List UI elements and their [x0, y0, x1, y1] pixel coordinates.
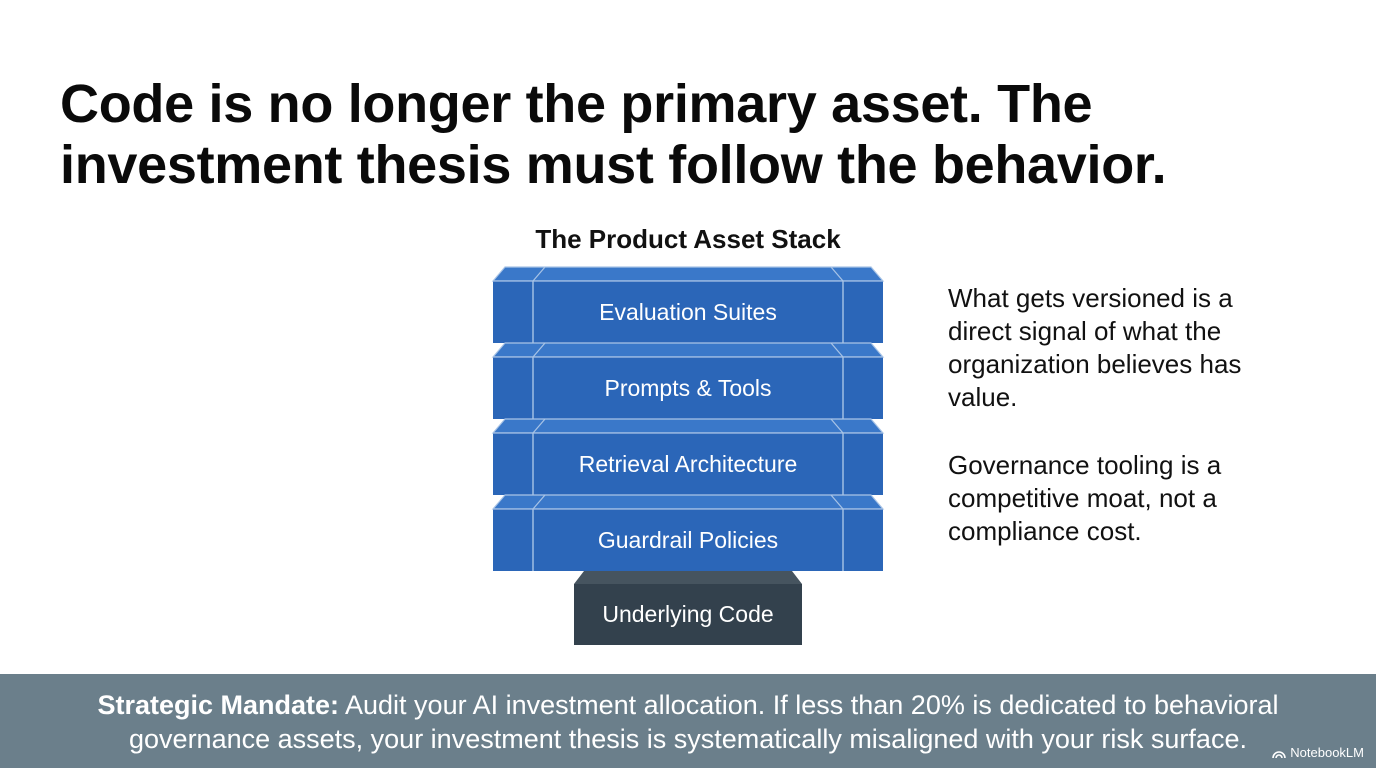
- notebooklm-logo-icon: [1272, 750, 1287, 758]
- stack-base-underlying-code: Underlying Code: [574, 571, 802, 645]
- stack-base-label: Underlying Code: [602, 601, 773, 627]
- stack-layer-label: Guardrail Policies: [598, 527, 778, 553]
- mandate-body: Audit your AI investment allocation. If …: [129, 690, 1279, 754]
- side-note-governance: Governance tooling is a competitive moat…: [948, 450, 1222, 546]
- strategic-mandate-banner: Strategic Mandate: Audit your AI investm…: [0, 674, 1376, 768]
- mandate-text: Strategic Mandate: Audit your AI investm…: [40, 688, 1336, 756]
- stack-title: The Product Asset Stack: [535, 224, 841, 254]
- stack-layer-guardrail-policies: Guardrail Policies: [491, 494, 885, 571]
- stack-layer-retrieval-architecture: Retrieval Architecture: [491, 418, 885, 495]
- side-note-versioning: What gets versioned is a direct signal o…: [948, 283, 1242, 412]
- stack-layer-label: Evaluation Suites: [599, 299, 777, 325]
- notebooklm-watermark: NotebookLM: [1272, 745, 1364, 760]
- slide-title: Code is no longer the primary asset. The…: [60, 74, 1167, 195]
- stack-layer-prompts-tools: Prompts & Tools: [491, 342, 885, 419]
- stack-layer-evaluation-suites: Evaluation Suites: [491, 266, 885, 343]
- stack-layer-label: Retrieval Architecture: [579, 451, 798, 477]
- watermark-label: NotebookLM: [1290, 745, 1364, 760]
- stack-layer-label: Prompts & Tools: [604, 375, 771, 401]
- mandate-label: Strategic Mandate:: [97, 690, 339, 720]
